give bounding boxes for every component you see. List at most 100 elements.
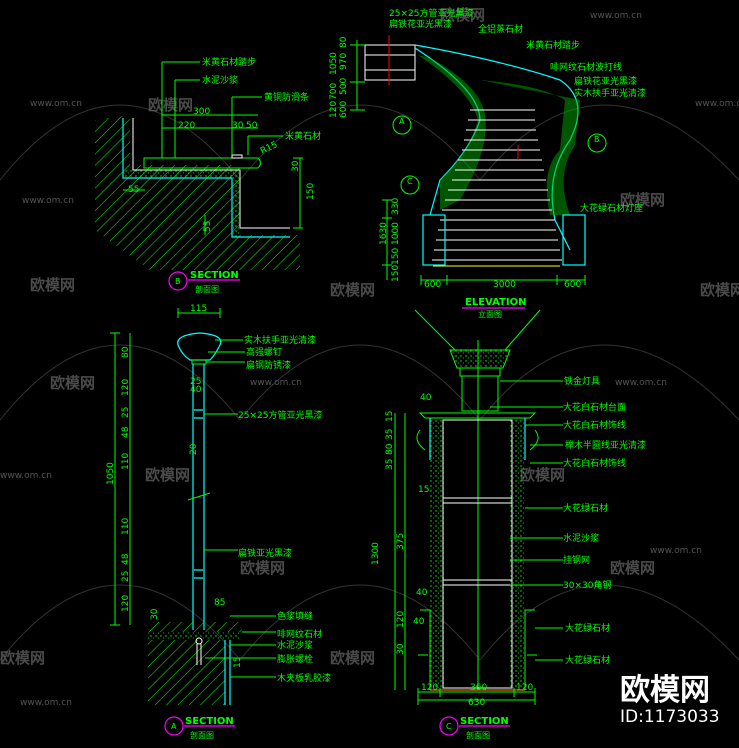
section-c-labels: 铁金灯具 大花白石材台面 大花白石材饰线 榉木半圆线亚光清漆 大花白石材饰线 大… (371, 375, 646, 708)
annotation-label: ID:1173033 (620, 707, 720, 727)
annotation-label: 扁铁亚光黑漆 (238, 547, 292, 559)
drawing-line (192, 364, 205, 630)
drawing-line (417, 688, 536, 705)
annotation-label: 剖面图 (466, 730, 490, 740)
annotation-label: www.om.cn (250, 378, 302, 388)
drawing-line (224, 640, 231, 705)
dimension-label: 40 (420, 393, 432, 403)
annotation-label: 剖面图 (195, 284, 219, 294)
dimension-label: 55 (128, 185, 139, 195)
drawing-line (418, 609, 537, 690)
annotation-label: 欧模网 (330, 649, 375, 667)
drawing-line (420, 275, 586, 285)
annotation-label: www.om.cn (590, 11, 642, 21)
drawing-line (123, 170, 240, 237)
annotation-label: www.om.cn (650, 546, 702, 556)
dimension-label: 55 (203, 221, 213, 232)
dimension-label: 30 (150, 608, 160, 620)
section-c-drawing (394, 309, 563, 705)
annotation-label: 25×25方管亚光黑漆 (238, 409, 322, 421)
annotation-label: www.om.cn (0, 471, 52, 481)
dimension-label: 40 (413, 617, 425, 627)
dimension-label: 360 (470, 683, 487, 693)
dimension-label: 40 (416, 588, 428, 598)
annotation-label: 欧模网 (50, 374, 95, 392)
annotation-label: 欧模网 (440, 6, 485, 24)
dimension-label: 80 (385, 443, 395, 455)
dimension-label: 48 (121, 553, 131, 565)
drawing-line (231, 154, 243, 159)
drawing-line (148, 640, 225, 705)
annotation-label: C (446, 722, 452, 731)
drawing-line (459, 367, 501, 377)
annotation-label: 啡网纹石材 (277, 628, 322, 640)
section-marker-b (587, 133, 607, 153)
dimension-label: 110 (121, 518, 131, 535)
annotation-label: 欧模网 (620, 191, 665, 209)
annotation-label: 铁金灯具 (564, 375, 600, 387)
annotation-label: 扁钢防锈漆 (246, 359, 291, 371)
section-b-labels: 米黄石材踏步 水泥沙浆 黄铜防滑条 米黄石材 300 220 30 50 R15… (128, 56, 321, 232)
dimension-label: 600 (339, 101, 349, 118)
annotation-label: 30×30角钢 (563, 579, 611, 591)
drawing-line (430, 418, 445, 688)
dimension-label: 970 (339, 53, 349, 70)
big-watermark: 欧模网 ID:1173033 (620, 673, 720, 727)
section-title: SECTION (460, 716, 509, 727)
annotation-label: 米黄石材 (285, 130, 321, 142)
elevation-markers: A B C (392, 115, 607, 195)
annotation-label: 榉木半圆线亚光清漆 (565, 439, 646, 451)
annotation-label: 扁铁花亚光黑漆 (574, 75, 637, 87)
annotation-label: 大花绿石材 (563, 502, 608, 514)
dimension-label: 120 (121, 595, 131, 612)
annotation-label: www.om.cn (20, 698, 72, 708)
section-title: ELEVATION (465, 297, 526, 308)
dimension-label: 110 (121, 453, 131, 470)
stair-steps (432, 109, 562, 261)
dimension-label: 600 (424, 280, 441, 290)
dimension-label: 330 (391, 198, 401, 215)
annotation-label: A (171, 722, 177, 731)
annotation-label: www.om.cn (615, 378, 667, 388)
annotation-label: 欧模网 (148, 96, 193, 114)
dimension-label: 20 (189, 443, 199, 455)
drawing-line (161, 62, 249, 158)
annotation-label: 剖面图 (190, 730, 214, 740)
dimension-label: 15 (385, 411, 395, 422)
section-marker-c (400, 175, 420, 195)
dimension-label: 375 (396, 533, 406, 550)
dimension-label: 120 (516, 683, 533, 693)
annotation-label: www.om.cn (22, 196, 74, 206)
dimension-label: 48 (121, 426, 131, 438)
drawing-line (187, 492, 211, 501)
annotation-label: 实木扶手亚光清漆 (574, 87, 646, 99)
drawing-line (350, 40, 365, 111)
dimension-label: 120 (396, 611, 406, 628)
section-marker-b (168, 271, 188, 291)
dimension-label: 120 (329, 101, 339, 118)
drawing-line (195, 637, 203, 645)
drawing-line (196, 644, 202, 665)
drawing-line (414, 309, 541, 351)
dimension-label: 50 (246, 121, 258, 131)
dimension-label: 3000 (493, 280, 516, 290)
annotation-label: 大花绿石材 (565, 654, 610, 666)
drawing-line (123, 189, 206, 235)
drawing-line (0, 344, 739, 421)
annotation-label: 水泥沙浆 (563, 532, 599, 544)
annotation-label: 实木扶手亚光清漆 (244, 334, 316, 346)
drawing-line (143, 157, 261, 169)
dimension-label: 120 (421, 683, 438, 693)
drawing-line (148, 632, 240, 640)
annotation-label: 挂钢网 (563, 554, 590, 566)
section-marker-a (164, 716, 184, 736)
annotation-label: B (175, 277, 181, 286)
drawing-line (382, 199, 392, 280)
drawing-line (443, 497, 512, 586)
section-a-labels: 实木扶手亚光清漆 高强螺钉 扁钢防锈漆 25×25方管亚光黑漆 扁铁亚光黑漆 色… (106, 304, 331, 684)
elevation-drawing (350, 35, 586, 285)
annotation-label: 大花绿石材灯座 (580, 202, 643, 214)
annotation-label: 欧模网 (700, 281, 739, 299)
section-title: SECTION (190, 270, 239, 281)
annotation-label: www.om.cn (695, 99, 739, 109)
